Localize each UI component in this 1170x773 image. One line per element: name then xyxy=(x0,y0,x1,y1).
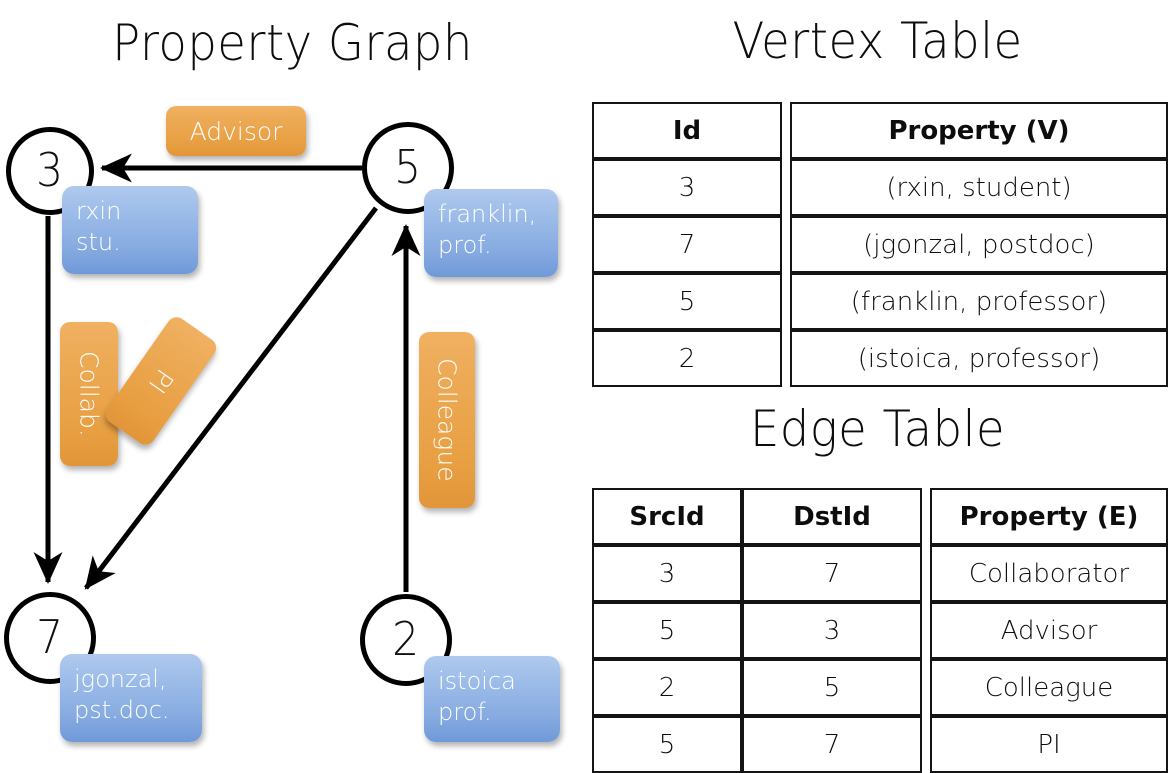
vertex-table-gap xyxy=(782,216,790,273)
vertex-table-header-id: Id xyxy=(592,102,782,159)
table-row[interactable]: 2 5 Colleague xyxy=(592,659,1168,716)
graph-edges-svg xyxy=(33,153,421,592)
edge-row-1-dst: 3 xyxy=(742,602,922,659)
edge-table-header-property: Property (E) xyxy=(930,488,1168,545)
table-row[interactable]: 2 (istoica, professor) xyxy=(592,330,1168,387)
vertex-table-gap xyxy=(782,159,790,216)
edge-table-gap xyxy=(922,602,930,659)
edge-row-3-dst: 7 xyxy=(742,716,922,773)
edge-row-1-src: 5 xyxy=(592,602,742,659)
vertex-table-gap xyxy=(782,273,790,330)
graph-node-2[interactable]: 2 xyxy=(360,594,452,686)
edge-label-advisor-text: Advisor xyxy=(189,116,283,146)
graph-node-2-label: 2 xyxy=(392,612,420,666)
page-title-edge-table: Edge Table xyxy=(749,400,1006,458)
edge-row-0-property: Collaborator xyxy=(930,545,1168,602)
vertex-table-gap xyxy=(782,330,790,387)
graph-node-3-label: 3 xyxy=(36,143,64,197)
edge-table-gap xyxy=(922,488,930,545)
vertex-row-2-id: 5 xyxy=(592,273,782,330)
edge-table-gap xyxy=(922,659,930,716)
vertex-property-callout-rxin[interactable]: rxin stu. xyxy=(62,186,198,274)
page-title-vertex-table: Vertex Table xyxy=(732,12,1023,70)
table-row[interactable]: 7 (jgonzal, postdoc) xyxy=(592,216,1168,273)
edge-label-colleague-text: Colleague xyxy=(432,358,462,482)
table-row[interactable]: 5 (franklin, professor) xyxy=(592,273,1168,330)
edge-row-2-property: Colleague xyxy=(930,659,1168,716)
table-row[interactable]: 3 7 Collaborator xyxy=(592,545,1168,602)
edge-row-1-property: Advisor xyxy=(930,602,1168,659)
vertex-property-callout-jgonzal[interactable]: jgonzal, pst.doc. xyxy=(60,654,202,742)
graph-node-7-label: 7 xyxy=(36,610,64,664)
edge-label-collab-text: Collab. xyxy=(74,351,104,437)
edge-row-2-dst: 5 xyxy=(742,659,922,716)
graph-node-5[interactable]: 5 xyxy=(362,122,454,214)
edge-table-gap xyxy=(922,716,930,773)
vertex-row-0-property: (rxin, student) xyxy=(790,159,1168,216)
edge-row-0-src: 3 xyxy=(592,545,742,602)
vertex-table-header-property: Property (V) xyxy=(790,102,1168,159)
edge-label-pi-text: PI xyxy=(142,363,180,399)
vertex-property-jgonzal-line2: pst.doc. xyxy=(74,696,170,725)
edge-row-2-src: 2 xyxy=(592,659,742,716)
edge-arrow-pi xyxy=(84,206,378,590)
vertex-property-callout-istoica[interactable]: istoica prof. xyxy=(424,656,560,742)
vertex-property-callout-franklin[interactable]: franklin, prof. xyxy=(424,189,558,277)
edge-row-3-property: PI xyxy=(930,716,1168,773)
vertex-row-1-id: 7 xyxy=(592,216,782,273)
vertex-property-franklin-line2: prof. xyxy=(438,231,492,260)
vertex-row-1-property: (jgonzal, postdoc) xyxy=(790,216,1168,273)
vertex-table: Id Property (V) 3 (rxin, student) 7 (jgo… xyxy=(592,102,1168,387)
vertex-row-3-property: (istoica, professor) xyxy=(790,330,1168,387)
edge-label-callout-colleague[interactable]: Colleague xyxy=(419,332,475,508)
edge-table: SrcId DstId Property (E) 3 7 Collaborato… xyxy=(592,488,1168,773)
vertex-property-istoica-line1: istoica xyxy=(438,667,516,695)
vertex-row-0-id: 3 xyxy=(592,159,782,216)
table-row[interactable]: 5 7 PI xyxy=(592,716,1168,773)
vertex-property-jgonzal-line1: jgonzal, xyxy=(74,665,167,693)
page-title-property-graph: Property Graph xyxy=(112,14,473,72)
vertex-property-franklin-line1: franklin, xyxy=(438,200,537,228)
edge-label-callout-collab[interactable]: Collab. xyxy=(60,322,118,466)
edge-table-header-row: SrcId DstId Property (E) xyxy=(592,488,1168,545)
vertex-row-3-id: 2 xyxy=(592,330,782,387)
vertex-property-rxin-line1: rxin xyxy=(76,197,122,225)
edge-label-callout-advisor[interactable]: Advisor xyxy=(166,106,306,156)
vertex-property-rxin-line2: stu. xyxy=(76,228,121,257)
edge-row-3-src: 5 xyxy=(592,716,742,773)
vertex-table-gap xyxy=(782,102,790,159)
edge-table-header-dstid: DstId xyxy=(742,488,922,545)
edge-row-0-dst: 7 xyxy=(742,545,922,602)
vertex-property-istoica-line2: prof. xyxy=(438,698,492,727)
graph-node-5-label: 5 xyxy=(394,140,422,194)
edge-table-header-srcid: SrcId xyxy=(592,488,742,545)
vertex-row-2-property: (franklin, professor) xyxy=(790,273,1168,330)
edge-table-gap xyxy=(922,545,930,602)
table-row[interactable]: 5 3 Advisor xyxy=(592,602,1168,659)
table-row[interactable]: 3 (rxin, student) xyxy=(592,159,1168,216)
vertex-table-header-row: Id Property (V) xyxy=(592,102,1168,159)
